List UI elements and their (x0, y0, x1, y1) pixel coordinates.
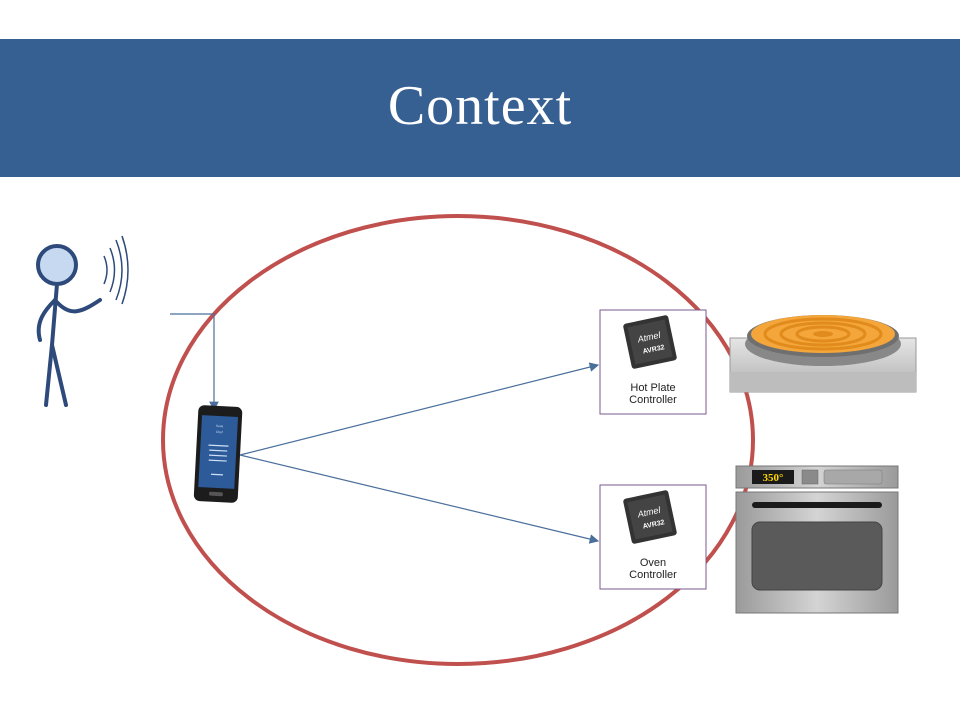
svg-text:Sous: Sous (216, 424, 224, 428)
phone-screen-text: Sous Chef (208, 424, 229, 476)
hotplate-label-line1: Hot Plate (630, 382, 675, 394)
context-boundary-ellipse (161, 214, 755, 666)
oven-controller-box: Atmel AVR32 Oven Controller (599, 484, 707, 590)
oven-temperature-display: 350° (763, 472, 784, 484)
svg-text:Chef: Chef (216, 430, 223, 434)
oven-label-line2: Controller (629, 569, 677, 581)
title-bar: Context (0, 39, 960, 177)
hotplate-controller-box: Atmel AVR32 Hot Plate Controller (599, 309, 707, 415)
svg-text:AVR32: AVR32 (642, 344, 665, 355)
microchip-icon: Atmel AVR32 (623, 315, 677, 369)
slide-title: Context (387, 75, 573, 137)
phone-to-hotplate-arrow (239, 362, 600, 456)
oven-device-icon: 350° (735, 465, 899, 614)
microchip-icon: Atmel AVR32 (623, 490, 677, 544)
svg-text:AVR32: AVR32 (642, 519, 665, 530)
user-to-phone-connector (170, 313, 219, 412)
phone-to-oven-arrow (239, 454, 600, 544)
smartphone-icon: Sous Chef (193, 405, 243, 503)
oven-label-line1: Oven (640, 557, 666, 569)
user-stick-figure (36, 244, 102, 407)
hotplate-label-line2: Controller (629, 394, 677, 406)
sound-waves-icon (103, 235, 129, 305)
hotplate-device-icon (729, 315, 917, 393)
